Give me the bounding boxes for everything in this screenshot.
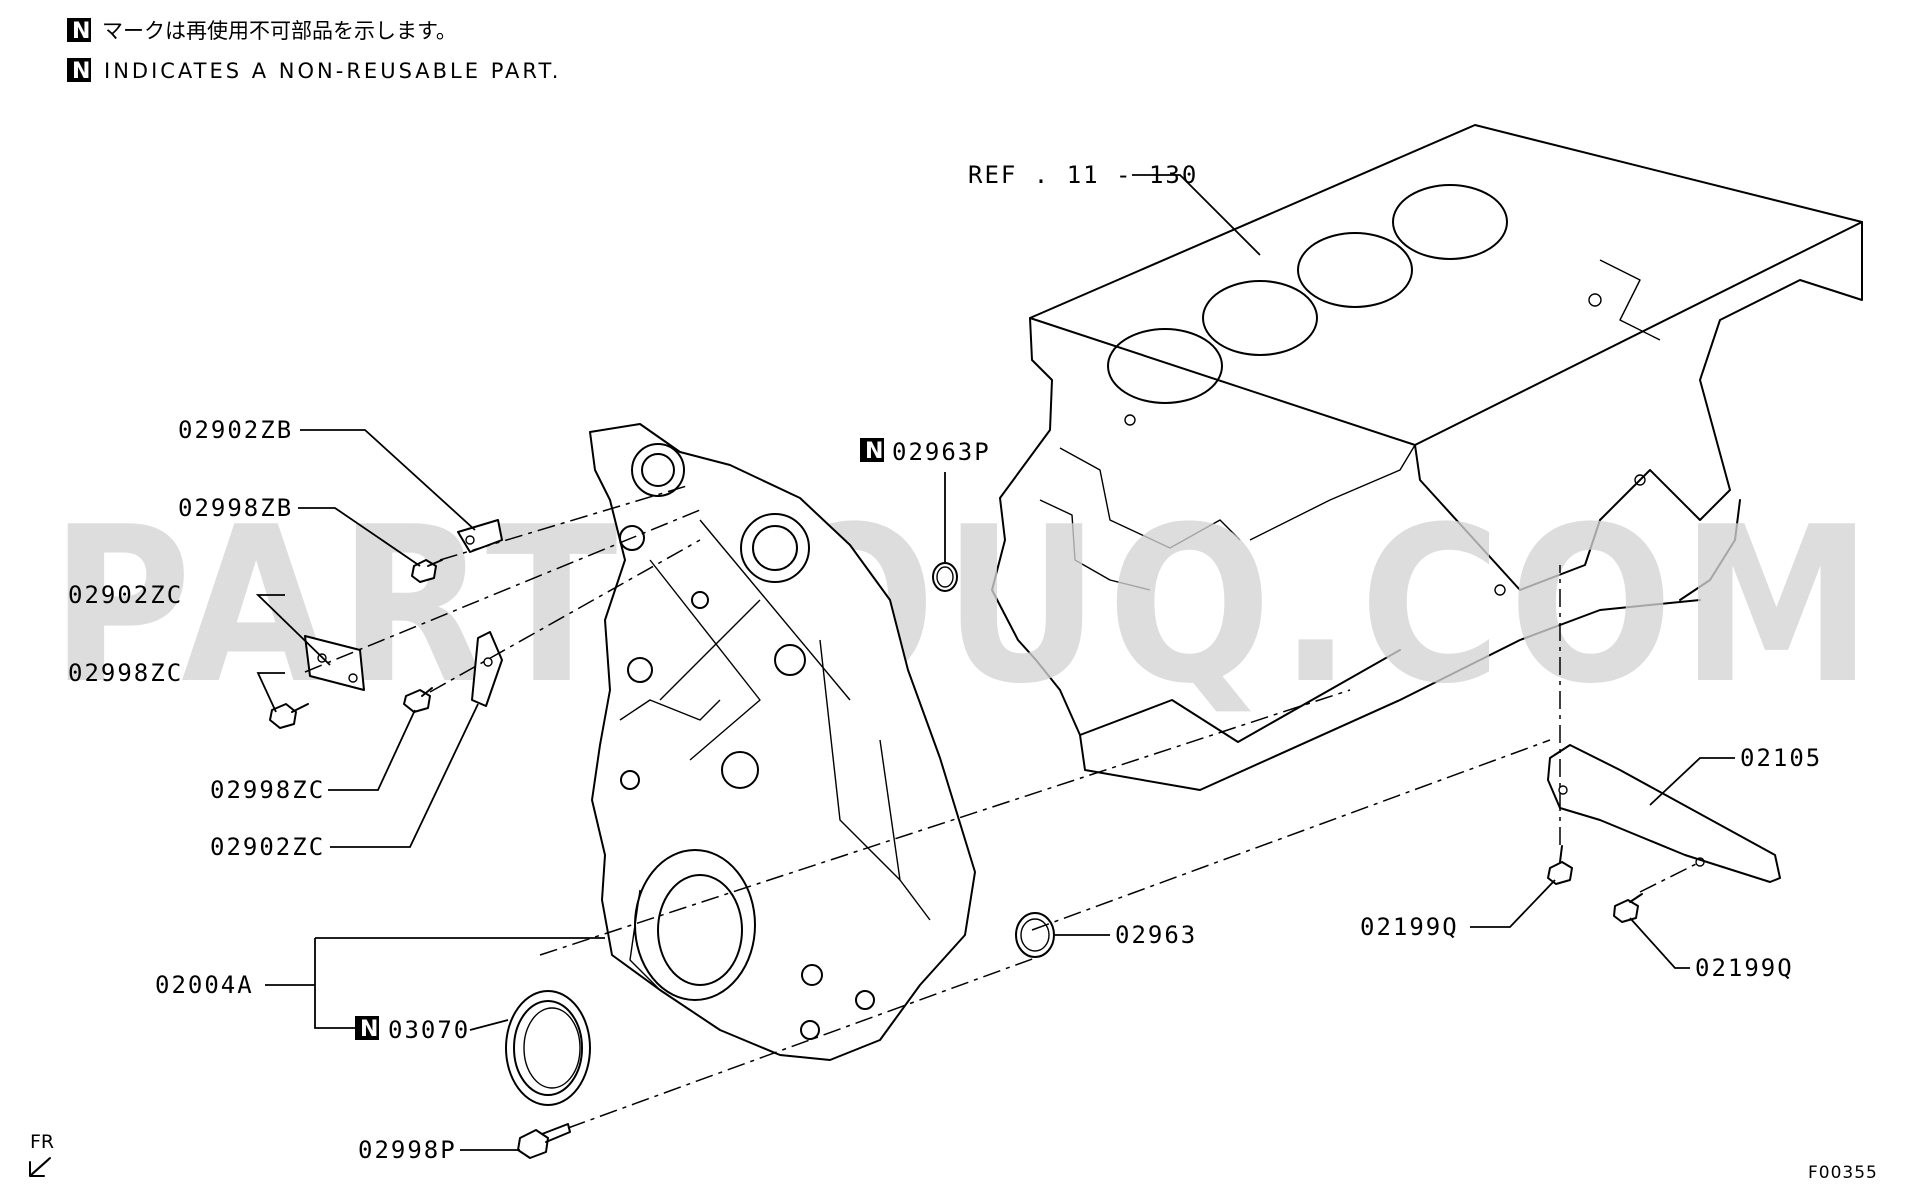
timing-chain-case-drawing	[589, 423, 976, 1061]
n-marker-02963P: N	[865, 439, 883, 464]
part-labels: REF . 11 - 130 02902ZB 02998ZB 02902ZC 0…	[68, 161, 1822, 1164]
leader-lines	[255, 174, 1735, 1151]
o-ring-02963	[1015, 912, 1055, 958]
watermark-text: PARTSOUQ.COM	[50, 480, 1880, 731]
legend-line-jp: マークは再使用不可部品を示します。	[102, 19, 457, 43]
label-03070: 03070	[388, 1016, 470, 1044]
n-marker-03070: N	[360, 1017, 378, 1042]
label-02963: 02963	[1115, 921, 1197, 949]
label-02998ZB: 02998ZB	[178, 494, 293, 522]
figure-code: F00355	[1808, 1163, 1878, 1183]
non-reusable-legend: N マークは再使用不可部品を示します。 N INDICATES A NON-RE…	[67, 18, 561, 84]
bolt-02998ZC-a	[269, 703, 309, 729]
legend-line-en: INDICATES A NON-REUSABLE PART.	[104, 59, 561, 83]
label-02998P: 02998P	[358, 1136, 457, 1164]
label-02902ZC-b: 02902ZC	[210, 833, 325, 861]
plate-02105	[1547, 744, 1781, 883]
label-02902ZB: 02902ZB	[178, 416, 293, 444]
bolt-02998ZC-b	[403, 687, 433, 713]
n-marker-2: N	[72, 59, 90, 84]
label-02105: 02105	[1740, 744, 1822, 772]
fr-label: FR	[30, 1131, 54, 1153]
label-ref-11-130: REF . 11 - 130	[968, 161, 1198, 189]
bolt-02998P	[517, 1123, 571, 1159]
front-direction-indicator: FR	[29, 1131, 54, 1177]
n-marker-1: N	[72, 19, 90, 44]
bracket-02902ZC-b	[471, 631, 503, 707]
engine-block-drawing	[991, 124, 1863, 791]
label-02998ZC-b: 02998ZC	[210, 776, 325, 804]
label-02963P: 02963P	[892, 438, 991, 466]
bolt-02199Q-a	[1547, 845, 1573, 885]
label-02199Q-b: 02199Q	[1695, 954, 1794, 982]
center-lines	[304, 484, 1701, 1129]
label-02998ZC-a: 02998ZC	[68, 659, 183, 687]
label-02199Q-a: 02199Q	[1360, 913, 1459, 941]
label-02902ZC-a: 02902ZC	[68, 581, 183, 609]
label-02004A: 02004A	[155, 971, 254, 999]
oil-seal-03070	[505, 990, 591, 1106]
bolt-02199Q-b	[1613, 893, 1643, 923]
arrow-down-left-icon	[29, 1157, 51, 1177]
